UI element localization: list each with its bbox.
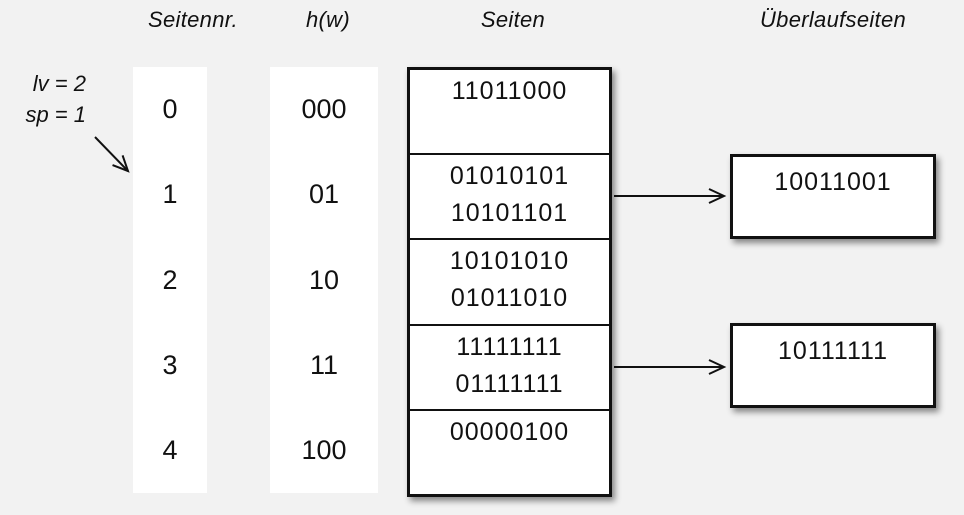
overflow-page-box-1: 10011001	[730, 154, 936, 239]
hash-value: 11	[309, 349, 339, 380]
split-pointer-arrow-icon	[94, 136, 130, 173]
level-label: lv = 2	[32, 71, 86, 96]
page-cell-2: 10101010 01011010	[410, 240, 609, 326]
page-entry: 11111111	[456, 332, 563, 361]
page-number: 0	[162, 94, 178, 125]
page-entry: 10101010	[449, 247, 570, 276]
hash-value: 10	[308, 264, 340, 295]
page-entry: 10101101	[450, 199, 569, 228]
column-header-overflow-pages: Überlaufseiten	[759, 7, 907, 32]
page-entry: 01111111	[455, 369, 564, 398]
split-pointer-label: sp = 1	[25, 102, 86, 127]
page-cell-1: 01010101 10101101	[410, 155, 609, 241]
overflow-entry: 10111111	[778, 337, 888, 365]
page-number-column: 0 1 2 3 4	[133, 67, 207, 493]
column-header-hash: h(w)	[306, 7, 350, 32]
hash-value: 01	[308, 179, 340, 210]
column-header-pages: Seiten	[480, 7, 546, 32]
column-header-page-number: Seitennr.	[148, 7, 238, 32]
page-number: 3	[162, 349, 178, 380]
page-cell-3: 11111111 01111111	[410, 326, 609, 411]
overflow-entry: 10011001	[774, 168, 892, 196]
page-cell-0: 11011000	[410, 70, 609, 156]
page-number: 2	[162, 264, 178, 295]
state-annotation: lv = 2 sp = 1	[8, 68, 86, 130]
page-cell-4: 00000100	[410, 411, 609, 494]
page-entry: 11011000	[451, 77, 568, 105]
hash-column: 000 01 10 11 100	[270, 67, 378, 493]
pages-box: 11011000 01010101 10101101 10101010 0101…	[407, 67, 612, 497]
page-entry: 01011010	[450, 284, 569, 313]
page-entry: 00000100	[449, 417, 570, 446]
page-entry: 01010101	[449, 162, 570, 191]
hash-value: 000	[301, 94, 347, 125]
page-number: 4	[162, 434, 178, 465]
overflow-page-box-2: 10111111	[730, 323, 936, 408]
hash-value: 100	[301, 434, 347, 465]
page-number: 1	[162, 179, 178, 210]
